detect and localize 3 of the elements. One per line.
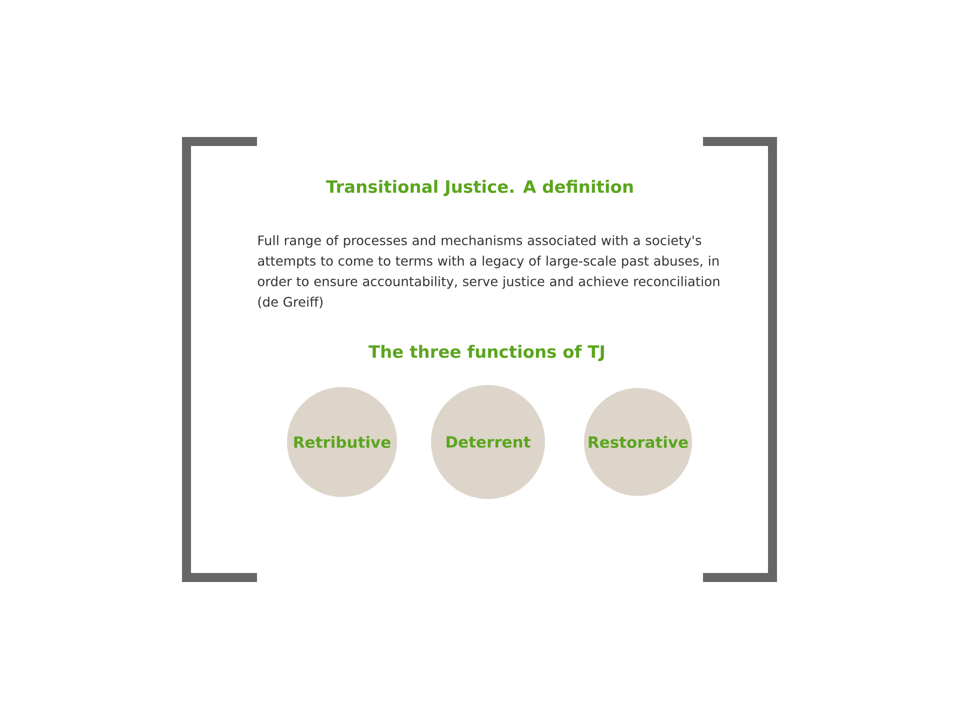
subheading: The three functions of TJ — [368, 344, 604, 362]
heading: Transitional Justice. A definition — [326, 180, 633, 196]
definition-text: Full range of processes and mechanisms associated with a society's attempts to come to terms with a legacy of large-scale past abuses, in order to ensure accountability, serve justice and achieve reconciliation (de Greiff) — [258, 235, 720, 308]
